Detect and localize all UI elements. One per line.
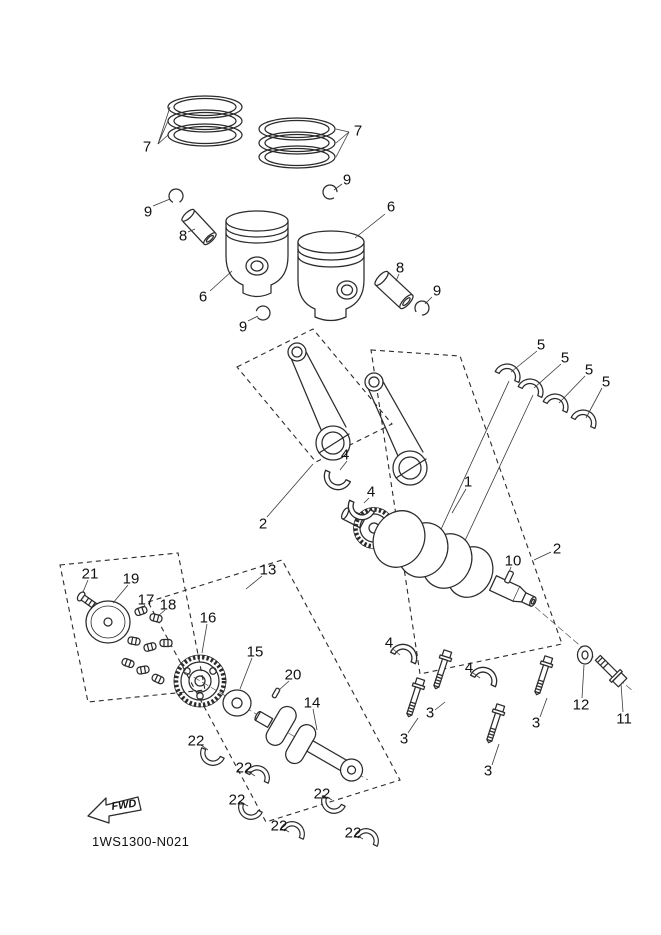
part-callout: 6 [198, 288, 208, 306]
part-callout: 3 [531, 714, 541, 732]
part-callout: 19 [122, 570, 140, 588]
part-callout: 22 [235, 759, 253, 777]
part-callout: 22 [344, 824, 362, 842]
part-callout: 14 [303, 694, 321, 712]
piston-right [297, 230, 365, 322]
dashed-group-box-left-rod [236, 328, 393, 463]
part-callout: 8 [395, 259, 405, 277]
part-callout: 4 [464, 659, 474, 677]
part-callout: 15 [246, 643, 264, 661]
part-callout: 1 [463, 473, 473, 491]
part-callout: 21 [81, 565, 99, 583]
part-callout: 10 [504, 552, 522, 570]
balancer-shaft [254, 705, 364, 782]
fwd-label: FWD [111, 798, 138, 813]
leader-lines [82, 106, 624, 840]
part-callout: 13 [259, 561, 277, 579]
part-callout: 4 [366, 483, 376, 501]
part-callout: 11 [616, 710, 632, 728]
part-callout: 4 [340, 446, 350, 464]
circlip-right-top [322, 184, 338, 200]
part-callout: 22 [187, 732, 205, 750]
dashed-group-box-balancer [147, 559, 401, 823]
balancer-pin [271, 687, 281, 699]
crankshaft [340, 507, 537, 607]
part-callout: 18 [159, 596, 177, 614]
part-callout: 5 [601, 373, 611, 391]
part-callout: 4 [384, 634, 394, 652]
piston-pin-left [181, 208, 217, 246]
part-callout: 9 [432, 282, 442, 300]
part-callout: 22 [228, 791, 246, 809]
part-callout: 2 [552, 540, 562, 558]
part-callout: 8 [178, 227, 188, 245]
part-callout: 7 [353, 122, 363, 140]
part-callout: 9 [238, 318, 248, 336]
connecting-rod-right [364, 372, 428, 486]
piston-left [225, 210, 289, 298]
piston-ring-set-left [167, 95, 243, 147]
balancer-washer [222, 689, 252, 717]
part-callout: 17 [137, 591, 155, 609]
part-callout: 3 [425, 704, 435, 722]
damper-plate [85, 600, 131, 644]
part-callout: 7 [142, 138, 152, 156]
piston-ring-set-right [258, 117, 336, 169]
part-callout: 9 [342, 171, 352, 189]
circlip-left-bottom [255, 305, 271, 321]
part-callout: 6 [386, 198, 396, 216]
part-callout: 22 [313, 785, 331, 803]
fwd-arrow: FWD [87, 796, 142, 824]
part-callout: 9 [143, 203, 153, 221]
crank-end-bolt [594, 654, 628, 688]
part-callout: 16 [199, 609, 217, 627]
circlip-right-mid [414, 300, 430, 316]
part-callout: 20 [284, 666, 302, 684]
part-callout: 12 [572, 696, 590, 714]
diagram-code: 1WS1300-N021 [92, 834, 190, 849]
part-callout: 3 [483, 762, 493, 780]
assembly-centerlines [184, 380, 635, 781]
part-callout: 2 [258, 515, 268, 533]
part-callout: 5 [536, 336, 546, 354]
connecting-rod-left [287, 342, 351, 461]
part-callout: 5 [584, 361, 594, 379]
part-callout: 5 [560, 349, 570, 367]
circlip-left-top [168, 188, 184, 204]
piston-pin-right [374, 270, 414, 310]
part-callout: 22 [270, 817, 288, 835]
part-callout: 3 [399, 730, 409, 748]
balancer-gear [173, 654, 227, 708]
crank-end-washer [576, 645, 594, 665]
dowel-pin [504, 570, 514, 584]
